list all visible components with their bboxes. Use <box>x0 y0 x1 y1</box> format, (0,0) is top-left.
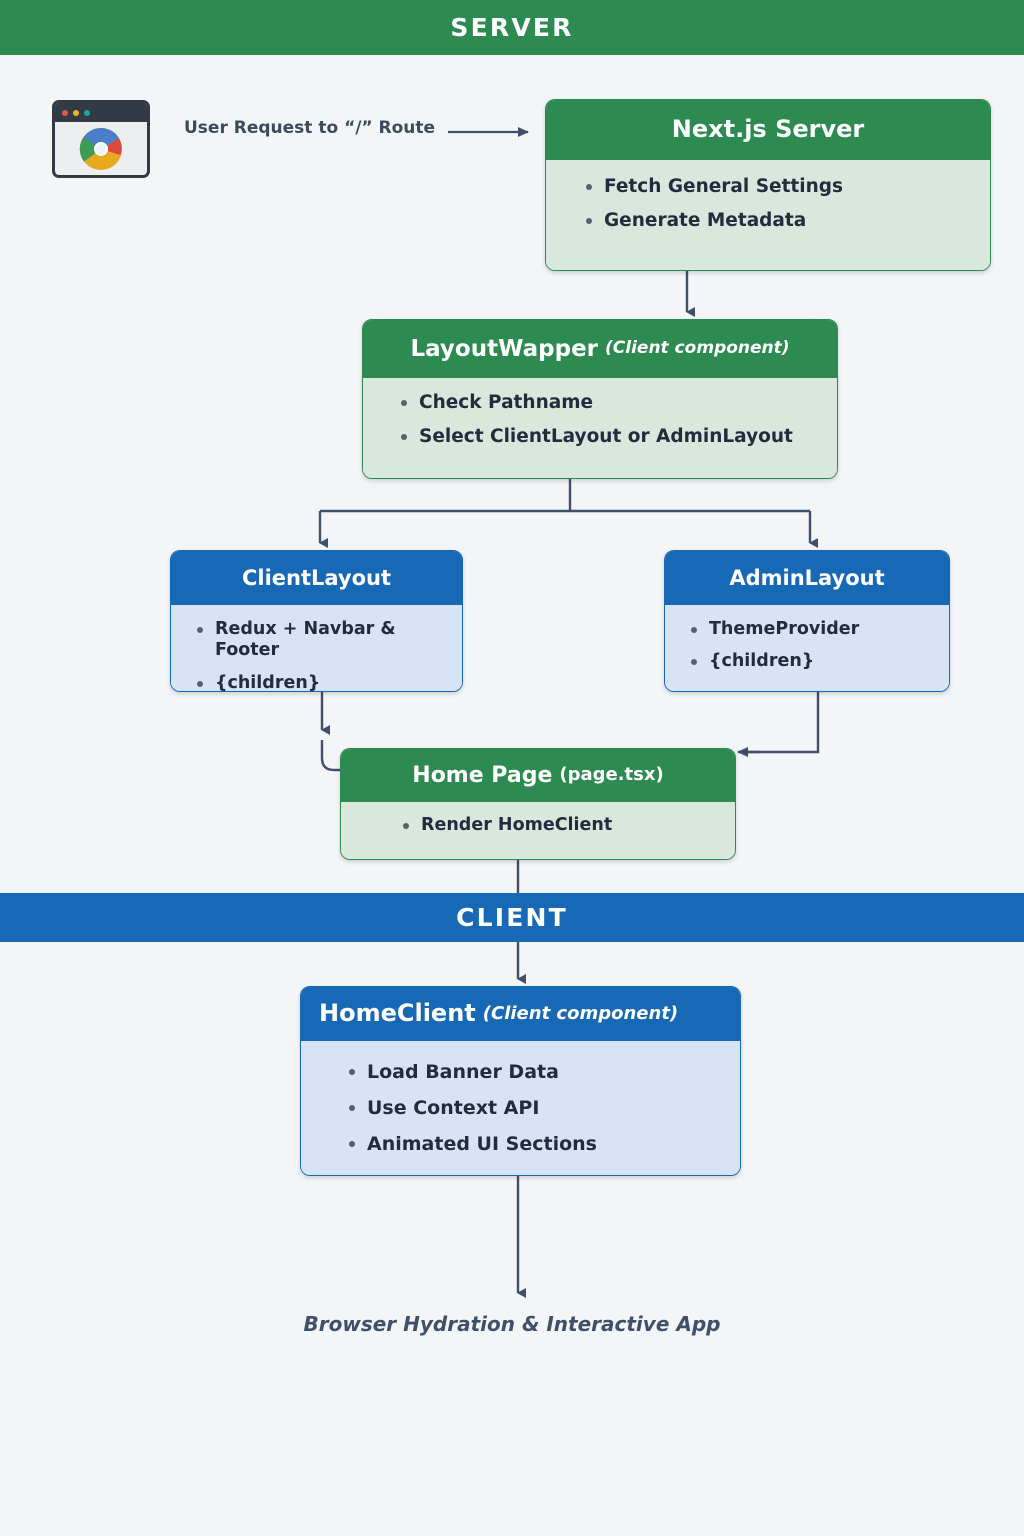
node-home-page[interactable]: Home Page (page.tsx) Render HomeClient <box>340 748 736 860</box>
node-header: Home Page (page.tsx) <box>341 749 735 802</box>
list-item: ThemeProvider <box>687 619 933 640</box>
list-item: Animated UI Sections <box>345 1133 724 1156</box>
node-item-list: Render HomeClient <box>399 815 719 836</box>
connector-adminlayout-to-homepage <box>737 692 820 757</box>
node-item-list: ThemeProvider {children} <box>687 619 933 673</box>
list-item: Check Pathname <box>397 392 821 415</box>
node-nextjs-server[interactable]: Next.js Server Fetch General Settings Ge… <box>545 99 991 271</box>
list-item: Fetch General Settings <box>582 176 974 199</box>
node-header: ClientLayout <box>171 551 462 605</box>
node-item-list: Check Pathname Select ClientLayout or Ad… <box>397 392 821 448</box>
node-item-list: Redux + Navbar & Footer {children} <box>193 619 446 691</box>
node-title: ClientLayout <box>241 565 392 590</box>
browser-window-icon <box>52 100 150 178</box>
browser-dot-teal <box>84 109 90 116</box>
node-header: AdminLayout <box>665 551 949 605</box>
list-item: Select ClientLayout or AdminLayout <box>397 426 821 449</box>
node-subtitle: (page.tsx) <box>559 764 664 786</box>
node-header: LayoutWapper (Client component) <box>363 320 837 378</box>
node-body: Fetch General Settings Generate Metadata <box>546 160 990 270</box>
node-title: Next.js Server <box>671 115 865 144</box>
band-server-label: SERVER <box>450 13 574 42</box>
list-item: {children} <box>193 673 446 691</box>
node-title: LayoutWapper <box>410 335 599 362</box>
list-item: Render HomeClient <box>399 815 719 836</box>
node-body: ThemeProvider {children} <box>665 605 949 691</box>
node-homeclient[interactable]: HomeClient (Client component) Load Banne… <box>300 986 741 1176</box>
node-subtitle: (Client component) <box>482 1002 679 1024</box>
browser-titlebar <box>55 103 147 122</box>
footer-caption: Browser Hydration & Interactive App <box>303 1312 721 1336</box>
node-adminlayout[interactable]: AdminLayout ThemeProvider {children} <box>664 550 950 692</box>
node-subtitle: (Client component) <box>605 338 790 359</box>
list-item: Load Banner Data <box>345 1061 724 1084</box>
band-server: SERVER <box>0 0 1024 55</box>
node-title: Home Page <box>412 762 553 788</box>
list-item: Use Context API <box>345 1097 724 1120</box>
node-body: Redux + Navbar & Footer {children} <box>171 605 462 691</box>
node-body: Load Banner Data Use Context API Animate… <box>301 1041 740 1175</box>
connector-layoutwrapper-split <box>318 479 818 548</box>
node-title: HomeClient <box>319 999 476 1028</box>
browser-viewport <box>55 122 147 175</box>
request-label: User Request to “/” Route <box>184 118 436 138</box>
list-item: Redux + Navbar & Footer <box>193 619 446 662</box>
node-item-list: Fetch General Settings Generate Metadata <box>582 176 974 232</box>
browser-dot-red <box>62 109 68 116</box>
node-body: Check Pathname Select ClientLayout or Ad… <box>363 378 837 478</box>
node-body: Render HomeClient <box>341 802 735 859</box>
node-item-list: Load Banner Data Use Context API Animate… <box>345 1061 724 1157</box>
node-header: Next.js Server <box>546 100 990 160</box>
node-header: HomeClient (Client component) <box>301 987 740 1041</box>
node-layoutwrapper[interactable]: LayoutWapper (Client component) Check Pa… <box>362 319 838 479</box>
browser-dot-yellow <box>73 109 79 116</box>
band-client: CLIENT <box>0 893 1024 942</box>
chrome-logo-icon <box>79 127 122 170</box>
node-title: AdminLayout <box>729 565 885 590</box>
node-clientlayout[interactable]: ClientLayout Redux + Navbar & Footer {ch… <box>170 550 463 692</box>
band-client-label: CLIENT <box>456 903 568 932</box>
list-item: Generate Metadata <box>582 210 974 233</box>
list-item: {children} <box>687 651 933 672</box>
